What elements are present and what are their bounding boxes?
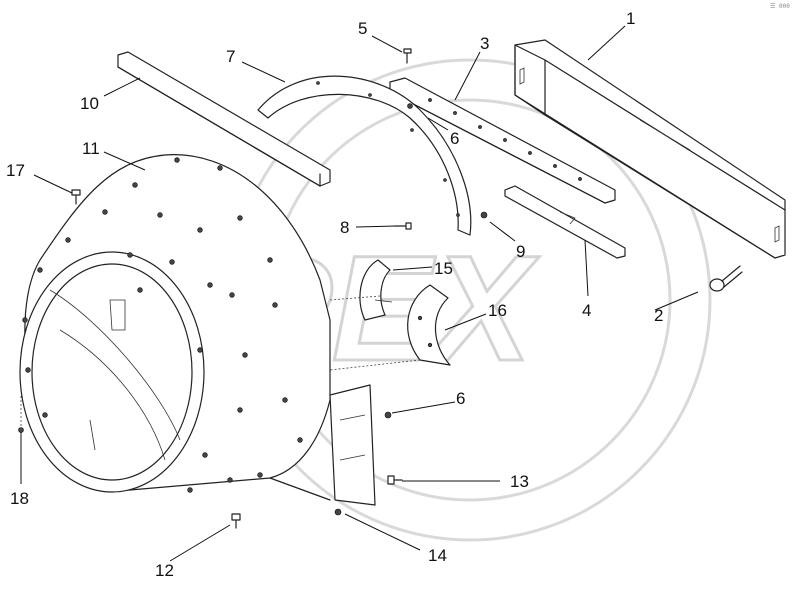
fastener-screw-8	[394, 222, 412, 230]
callout-3: 3	[480, 34, 489, 53]
fastener-screw-13	[387, 475, 403, 485]
part-cylindrical-housing	[19, 154, 376, 506]
callout-5: 5	[358, 19, 367, 38]
assembly-lines	[20, 295, 421, 430]
callout-6-upper: 6	[450, 129, 459, 148]
callout-labels: 1 2 3 4 5 6 6 7 8 9 10 11 12 13 14 15 16…	[6, 9, 663, 580]
callout-18: 18	[10, 489, 29, 508]
callout-1: 1	[626, 9, 635, 28]
part-channel-bracket	[514, 39, 786, 259]
callout-2: 2	[654, 306, 663, 325]
fastener-nut-14	[334, 508, 342, 516]
fastener-screw-12	[231, 513, 241, 529]
callout-6-lower: 6	[456, 389, 465, 408]
part-square-bar	[117, 51, 331, 187]
part-slotted-strip	[389, 77, 616, 204]
callout-13: 13	[510, 472, 529, 491]
fastener-nut-9	[480, 211, 488, 219]
callout-4: 4	[582, 301, 591, 320]
callout-12: 12	[155, 561, 174, 580]
callout-14: 14	[428, 546, 447, 565]
callout-17: 17	[6, 161, 25, 180]
callout-15: 15	[434, 259, 453, 278]
callout-16: 16	[488, 301, 507, 320]
part-curved-strip	[257, 75, 472, 236]
leader-lines	[20, 25, 699, 562]
callout-10: 10	[80, 94, 99, 113]
part-half-plate-small	[359, 259, 393, 321]
callout-11: 11	[82, 139, 100, 158]
corner-mark: ☰ 000	[770, 3, 790, 10]
fastener-nut-6b	[384, 411, 392, 419]
fastener-nut-6a	[407, 103, 413, 109]
part-flat-strip	[504, 185, 626, 259]
fastener-screw-5	[403, 48, 412, 64]
callout-9: 9	[516, 242, 525, 261]
callout-8: 8	[340, 218, 349, 237]
fastener-lug-2	[709, 265, 743, 292]
part-half-plate-large	[407, 284, 451, 366]
fastener-screw-17	[71, 189, 81, 205]
callout-7: 7	[226, 47, 235, 66]
